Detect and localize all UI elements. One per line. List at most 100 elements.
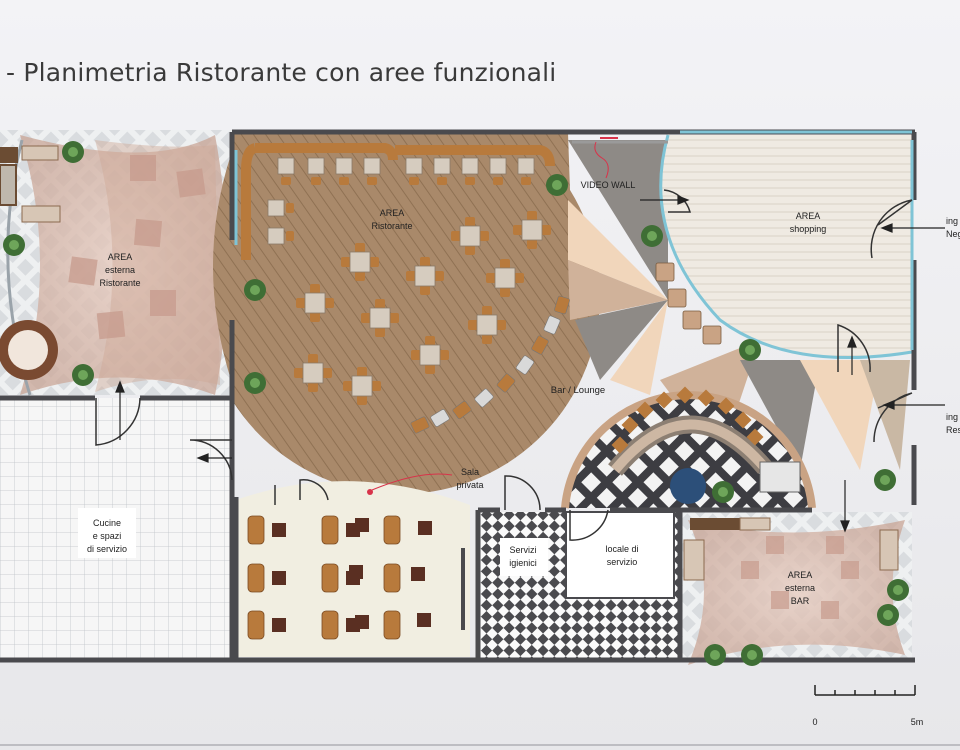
armchair [321, 610, 339, 640]
restaurant-table [476, 314, 498, 336]
armchair [383, 515, 401, 545]
chair [409, 177, 419, 185]
chair [521, 177, 531, 185]
label-service-room-2: servizio [607, 557, 638, 567]
label-shopping-2: shopping [790, 224, 827, 234]
chair [341, 257, 351, 267]
side-table [272, 571, 286, 585]
side-table [272, 523, 286, 537]
banquette-table [267, 199, 285, 217]
plant-icon [647, 231, 657, 241]
bar-stool [717, 397, 735, 415]
restaurant-table [414, 265, 436, 287]
chair [343, 381, 353, 391]
chair [357, 395, 367, 405]
chair [286, 203, 294, 213]
banquette-table [517, 157, 535, 175]
chair [355, 243, 365, 253]
restaurant-table [494, 267, 516, 289]
chair [468, 320, 478, 330]
label-outdoor-restaurant-1: AREA [108, 252, 133, 262]
shopping-seat [702, 325, 722, 345]
side-table [355, 518, 369, 532]
label-outdoor-bar-1: AREA [788, 570, 813, 580]
label-outdoor-restaurant-2: esterna [105, 265, 135, 275]
slide-footer-line [0, 744, 960, 746]
chair [310, 312, 320, 322]
banquette-table [267, 227, 285, 245]
chair [361, 313, 371, 323]
plant-icon [552, 180, 562, 190]
restaurant-table [302, 362, 324, 384]
restaurant-table [304, 292, 326, 314]
chair [406, 271, 416, 281]
label-shop-entrance-1: ing [946, 216, 958, 226]
chair [425, 336, 435, 346]
plant-icon [9, 240, 19, 250]
label-service-room-1: locale di [605, 544, 638, 554]
chair [355, 271, 365, 281]
banquette-table [461, 157, 479, 175]
chair [294, 368, 304, 378]
chair [437, 177, 447, 185]
chair [411, 350, 421, 360]
chair [324, 298, 334, 308]
chair [425, 364, 435, 374]
lounge-seat [496, 373, 516, 393]
chair [527, 211, 537, 221]
label-shop-entrance-2: Neg [946, 229, 960, 239]
label-video-wall: VIDEO WALL [581, 180, 636, 190]
side-table [349, 565, 363, 579]
armchair [321, 563, 339, 593]
side-table [272, 618, 286, 632]
chair [513, 225, 523, 235]
label-kitchen-3: di servizio [87, 544, 127, 554]
lounge-seat [410, 416, 430, 434]
restaurant-table [369, 307, 391, 329]
restaurant-table [521, 219, 543, 241]
chair [465, 217, 475, 227]
banquette-table [277, 157, 295, 175]
lounge-seat [474, 388, 494, 408]
chair [465, 177, 475, 185]
outdoor-restaurant-area [0, 130, 232, 396]
bar-stool [611, 436, 629, 454]
chair [308, 354, 318, 364]
label-restaurant-entrance-2: Res [946, 425, 960, 435]
shopping-seat [682, 310, 702, 330]
label-toilets-2: igienici [509, 558, 537, 568]
chair [322, 368, 332, 378]
banquette-table [335, 157, 353, 175]
chair [496, 320, 506, 330]
plant-icon [250, 378, 260, 388]
chair [493, 177, 503, 185]
label-kitchen-1: Cucine [93, 518, 121, 528]
scale-bar: 0 5m [812, 685, 923, 727]
side-table [417, 613, 431, 627]
chair [486, 273, 496, 283]
outdoor-table [841, 561, 859, 579]
label-bar-lounge: Bar / Lounge [551, 385, 605, 396]
banquette-table [307, 157, 325, 175]
label-outdoor-bar-3: BAR [791, 596, 810, 606]
label-private-room-2: privata [456, 480, 483, 490]
chair [479, 231, 489, 241]
label-private-room-1: Sala [461, 467, 479, 477]
private-room-marker [367, 489, 373, 495]
banquette-table [489, 157, 507, 175]
shopping-seat [667, 288, 687, 308]
side-table [411, 567, 425, 581]
chair [369, 257, 379, 267]
armchair [247, 563, 265, 593]
chair [500, 259, 510, 269]
armchair [383, 610, 401, 640]
chair [281, 177, 291, 185]
chair [296, 298, 306, 308]
chair [482, 334, 492, 344]
bar-stool [621, 416, 639, 434]
plant-icon [710, 650, 720, 660]
restaurant-area [213, 133, 600, 494]
chair [375, 299, 385, 309]
armchair [383, 563, 401, 593]
